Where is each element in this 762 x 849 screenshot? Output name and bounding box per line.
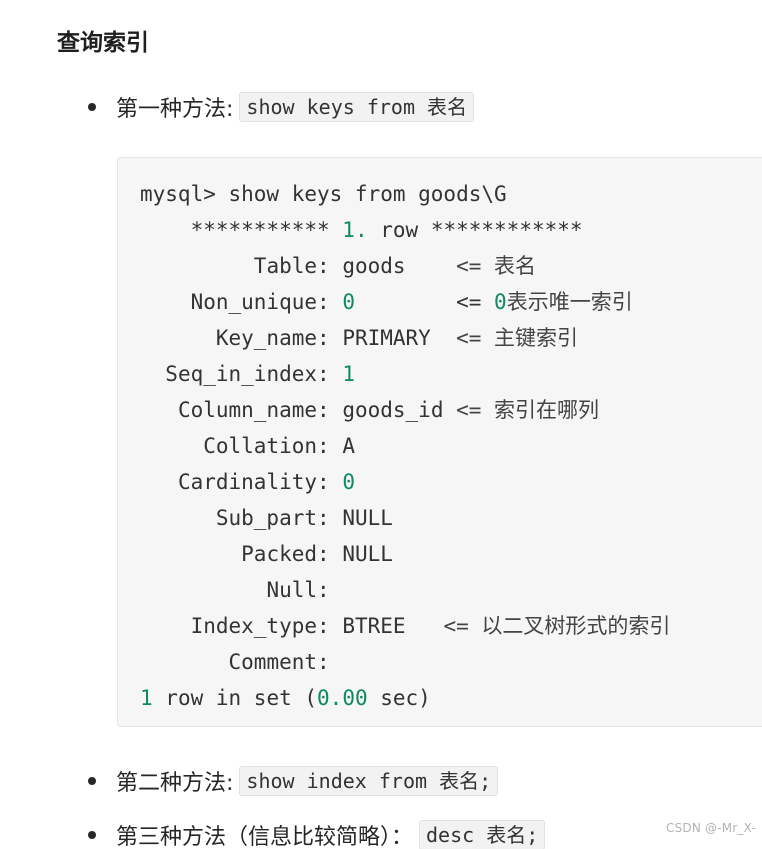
code-row-word: row <box>367 218 431 242</box>
code-line-collation: Collation: A <box>203 434 355 458</box>
code-prompt-line: mysql> show keys from goods\G <box>140 182 507 206</box>
bullet-method-1: 第一种方法: show keys from 表名 <box>80 91 475 123</box>
method-1-label: 第一种方法: <box>116 97 234 122</box>
code-line-column-name: Column_name: goods_id <= 索引在哪列 <box>177 398 600 422</box>
code-line-table: Table: goods <= 表名 <box>253 254 537 278</box>
bullet-method-3: 第三种方法（信息比较简略）： desc 表名; <box>80 819 546 849</box>
code-line-comment: Comment: <box>228 650 343 674</box>
code-line-cardinality: Cardinality: 0 <box>177 470 355 494</box>
code-line-key-name: Key_name: PRIMARY <= 主键索引 <box>215 326 579 350</box>
code-line-packed: Packed: NULL <box>241 542 393 566</box>
code-line-seq-in-index: Seq_in_index: 1 <box>165 362 355 386</box>
code-row-sep-right: ************ <box>430 218 583 242</box>
code-line-sub-part: Sub_part: NULL <box>215 506 393 530</box>
bullet-dot <box>88 103 96 111</box>
code-line-index-type: Index_type: BTREE <= 以二叉树形式的索引 <box>190 614 671 638</box>
method-3-code: desc 表名; <box>419 820 546 849</box>
bullet-method-2: 第二种方法: show index from 表名; <box>80 765 499 797</box>
code-line-non-unique: Non_unique: 0 <= 0表示唯一索引 <box>190 290 633 314</box>
method-3-label: 第三种方法（信息比较简略）： <box>116 825 414 849</box>
code-row-sep-left: *********** <box>190 218 343 242</box>
method-2-label: 第二种方法: <box>116 771 234 796</box>
bullet-dot <box>88 831 96 839</box>
method-1-code: show keys from 表名 <box>239 92 475 122</box>
code-content: mysql> show keys from goods\G **********… <box>140 176 670 716</box>
method-2-code: show index from 表名; <box>239 766 499 796</box>
bullet-dot <box>88 777 96 785</box>
code-line-null: Null: <box>266 578 343 602</box>
watermark: CSDN @-Mr_X- <box>666 821 756 835</box>
code-row-num: 1. <box>342 218 368 242</box>
code-block: mysql> show keys from goods\G **********… <box>117 157 762 727</box>
section-heading: 查询索引 <box>57 30 149 56</box>
code-result-line: 1 row in set (0.00 sec) <box>140 686 431 710</box>
